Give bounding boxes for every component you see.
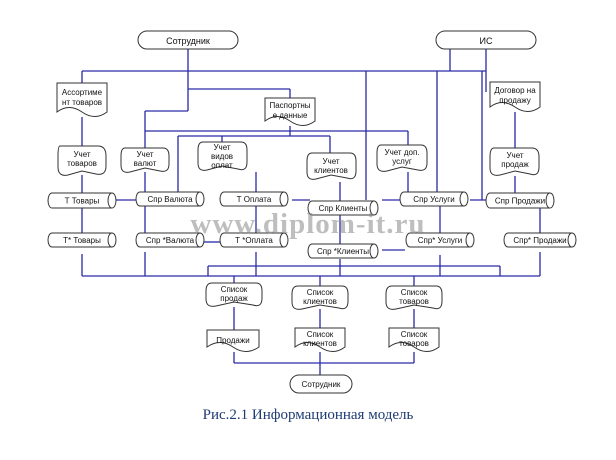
process-label: Учет доп. xyxy=(385,148,420,157)
process-label: валют xyxy=(134,159,157,168)
datastore-label: Спр Продажи xyxy=(495,197,545,206)
process-label: оплат xyxy=(211,161,233,170)
process-label: продаж xyxy=(220,294,248,303)
document-label: Договор на xyxy=(494,86,536,95)
process-label: товаров xyxy=(399,297,429,306)
process-sales: Учет продаж xyxy=(489,147,540,176)
process-currency: Учет валют xyxy=(120,147,170,173)
datastore-spr-clients: Спр Клиенты xyxy=(307,200,379,216)
datastore-spr-currency-2: Спр *Валюта xyxy=(135,232,205,248)
datastore-spr-sales: Спр Продажи xyxy=(485,192,555,209)
process-label: продаж xyxy=(501,160,529,169)
datastore-label: Спр* Услуги xyxy=(418,236,463,245)
terminator-label: Сотрудник xyxy=(302,380,341,389)
process-list-clients: Список клиентов xyxy=(291,285,349,310)
document-label: клиентов xyxy=(303,339,337,348)
process-label: Список xyxy=(221,285,248,294)
document-label: Продажи xyxy=(216,336,249,345)
datastore-spr-currency: Спр Валюта xyxy=(135,191,205,207)
connectors xyxy=(81,49,541,375)
datastore-label: Т Товары xyxy=(65,197,100,206)
document-label: е данные xyxy=(273,111,308,120)
process-label: Учет xyxy=(506,151,523,160)
process-label: видов xyxy=(211,152,233,161)
process-services: Учет доп. услуг xyxy=(376,144,428,172)
document-sales: Продажи xyxy=(206,329,260,352)
document-passport: Паспортны е данные xyxy=(264,97,316,126)
datastore-label: Т* Товары xyxy=(63,236,101,245)
process-label: товаров xyxy=(67,159,97,168)
datastore-t-payment: Т Оплата xyxy=(219,191,289,207)
document-label: Паспортны xyxy=(269,101,310,110)
terminator-is-top: ИС xyxy=(435,30,537,50)
datastore-spr-services: Спр Услуги xyxy=(399,191,469,207)
figure-caption: Рис.2.1 Информационная модель xyxy=(202,407,414,423)
process-label: Учет xyxy=(213,143,230,152)
process-goods: Учет товаров xyxy=(57,145,107,176)
datastore-label: Спр Валюта xyxy=(147,195,193,204)
process-list-sales: Список продаж xyxy=(205,282,263,307)
process-label: клиентов xyxy=(314,166,348,175)
terminator-label: ИС xyxy=(480,36,493,46)
process-label: Список xyxy=(401,288,428,297)
datastore-label: Спр* Продажи xyxy=(513,236,566,245)
datastore-t-goods-2: Т* Товары xyxy=(47,232,117,248)
document-label: продажу xyxy=(499,96,531,105)
process-list-goods: Список товаров xyxy=(385,285,443,310)
document-contract: Договор на продажу xyxy=(489,81,541,112)
document-label: товаров xyxy=(399,339,429,348)
datastore-label: Спр *Клиенты xyxy=(317,247,369,256)
datastore-spr-clients-2: Спр *Клиенты xyxy=(307,243,379,259)
document-label: Список xyxy=(401,330,428,339)
process-label: Список xyxy=(307,288,334,297)
process-payment: Учет видов оплат xyxy=(197,141,248,171)
process-clients: Учет клиентов xyxy=(306,152,357,180)
document-label: Список xyxy=(307,330,334,339)
terminator-employee-top: Сотрудник xyxy=(137,30,239,50)
datastore-t-goods: Т Товары xyxy=(47,192,117,209)
process-label: Учет xyxy=(73,150,90,159)
document-label: нт товаров xyxy=(62,98,102,107)
terminator-employee-bottom: Сотрудник xyxy=(289,374,353,394)
process-label: Учет xyxy=(322,157,339,166)
document-assortment: Ассортиме нт товаров xyxy=(56,82,108,117)
document-clients: Список клиентов xyxy=(294,327,346,352)
document-label: Ассортиме xyxy=(62,88,103,97)
process-label: услуг xyxy=(392,157,412,166)
datastore-label: Спр *Валюта xyxy=(146,236,195,245)
process-label: Учет xyxy=(136,150,153,159)
process-label: клиентов xyxy=(303,297,337,306)
datastore-spr-services-2: Спр* Услуги xyxy=(405,232,475,248)
datastore-label: Т *Оплата xyxy=(235,236,273,245)
datastore-label: Т Оплата xyxy=(237,195,272,204)
datastore-t-payment-2: Т *Оплата xyxy=(219,232,289,248)
datastore-label: Спр Клиенты xyxy=(319,204,368,213)
terminator-label: Сотрудник xyxy=(166,36,210,46)
datastore-spr-sales-2: Спр* Продажи xyxy=(503,232,577,248)
datastore-label: Спр Услуги xyxy=(413,195,454,204)
document-goods: Список товаров xyxy=(388,327,440,352)
